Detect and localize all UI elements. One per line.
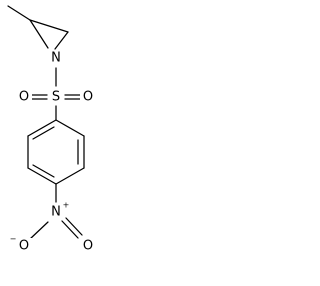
charge-plus: + [63,201,70,210]
bond-nitro-o-right [61,220,79,239]
bond-group [7,5,85,240]
label-bg-sulfur [48,89,64,104]
atom-oxygen-nitro-left: O [19,239,29,254]
atom-oxygen-sulfonyl-right: O [83,90,93,105]
label-bg-o-nitro-left [16,238,32,253]
label-bg-n-nitro [48,204,64,219]
ring-inner-double-top-left [32,126,55,140]
atom-oxygen-nitro-right: O [83,239,93,254]
ring-bond-1 [55,119,85,137]
atom-oxygen-sulfonyl-left: O [19,90,29,105]
charge-minus: − [10,235,17,244]
ring-bond-6 [27,119,57,137]
molecule-structure: N S O O N + O − O [7,5,96,254]
atom-label-group: N S O O N + O − O [10,51,96,254]
ring-bond-3 [55,167,85,185]
bond-nitro-o-left [29,221,49,240]
bond-aziridine-cn-left [29,19,49,49]
structure-canvas: N S O O N + O − O [0,0,106,286]
bond-methyl [7,5,31,21]
atom-n-aziridine: N [51,51,61,66]
label-bg-o-left [16,89,32,104]
label-bg-o-nitro-right [80,238,96,253]
ring-inner-double-bottom-left [32,164,55,178]
label-bg-o-right [80,89,96,104]
bond-aziridine-cc [29,19,69,33]
label-bg-n-aziridine [48,51,64,66]
ring-bond-4 [27,167,57,185]
atom-n-nitro: N [51,205,61,220]
bond-aziridine-cn-right [54,31,69,50]
atom-sulfur: S [52,90,60,105]
bond-nitro-o-right-double [65,217,83,236]
